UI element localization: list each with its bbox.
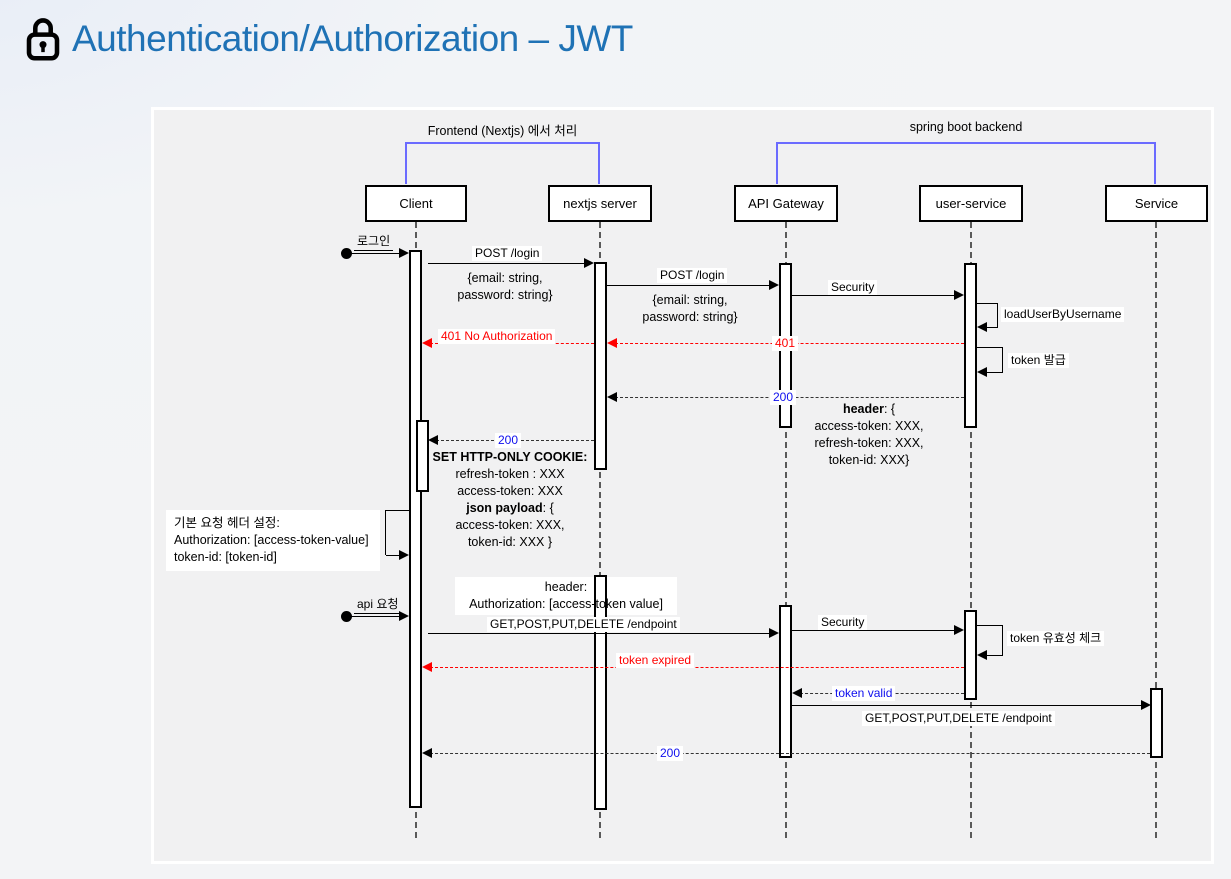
msg-label-tokencheck: token 유효성 체크	[1007, 631, 1105, 646]
request-header-note-title: 기본 요청 헤더 설정:	[174, 516, 280, 530]
group-bracket-frontend	[405, 142, 600, 184]
selfloop-tokencheck-side	[1002, 625, 1003, 655]
selfloop-loaduser-side	[997, 303, 998, 327]
msg-label-security-2: Security	[818, 615, 868, 630]
actor-service: Service	[1105, 185, 1208, 222]
lifeline-service	[1155, 222, 1157, 838]
lifeline-api-gateway	[785, 222, 787, 838]
msg-line-endpoint-2	[792, 705, 1143, 706]
selfloop-client-side	[385, 510, 386, 555]
msg-line-post-login-1	[428, 263, 585, 264]
start-dot-login	[341, 248, 352, 259]
selfloop-tokenissue-top	[977, 347, 1003, 348]
msg-label-login: 로그인	[354, 234, 394, 251]
arrowhead-200-final	[422, 748, 432, 758]
lifeline-nextjs-server	[599, 222, 601, 838]
activation-user-service-2	[964, 610, 977, 700]
actor-client: Client	[365, 185, 467, 222]
arrowhead-token-expired	[422, 662, 432, 672]
diagram-panel	[151, 107, 1214, 864]
msg-label-api-request: api 요청	[354, 597, 402, 614]
activation-nextjs-1	[594, 262, 607, 470]
arrowhead-endpoint-2	[1141, 700, 1151, 710]
msg-label-200-a: 200	[770, 390, 797, 405]
start-dot-api-request	[341, 611, 352, 622]
arrowhead-401-client	[422, 338, 432, 348]
arrowhead-200-client	[428, 435, 438, 445]
page-title: Authentication/Authorization – JWT	[72, 18, 633, 59]
arrowhead-token-valid	[792, 688, 802, 698]
msg-body-post-login-2: {email: string, password: string}	[642, 293, 738, 324]
selfloop-loaduser-top	[977, 303, 998, 304]
msg-line-post-login-2	[607, 285, 770, 286]
msg-label-tokenissue: token 발급	[1008, 353, 1069, 368]
response-header-note: header: { access-token: XXX, refresh-tok…	[814, 402, 924, 467]
cookie-note: SET HTTP-ONLY COOKIE: refresh-token : XX…	[400, 449, 620, 551]
selfloop-tokenissue-side	[1002, 347, 1003, 372]
request-header-note: 기본 요청 헤더 설정: Authorization: [access-toke…	[166, 510, 380, 571]
msg-label-token-valid: token valid	[832, 686, 896, 701]
msg-label-401-full: 401 No Authorization	[438, 329, 556, 344]
msg-label-token-expired: token expired	[616, 653, 695, 668]
group-label-frontend: Frontend (Nextjs) 에서 처리	[427, 124, 578, 138]
header-note-box	[455, 577, 677, 615]
msg-label-200-final: 200	[657, 746, 684, 761]
selfloop-loaduser-bottom	[986, 327, 998, 328]
selfloop-tokencheck-bottom	[986, 655, 1003, 656]
header-note-text: header: Authorization: [access-token val…	[469, 580, 663, 611]
msg-line-login	[350, 253, 400, 254]
group-label-backend: spring boot backend	[909, 120, 1023, 134]
msg-line-security-1	[792, 295, 955, 296]
msg-body-post-login-1: {email: string, password: string}	[457, 271, 553, 302]
arrowhead-endpoint-1	[769, 628, 779, 638]
page-header: Authentication/Authorization – JWT	[22, 16, 633, 62]
selfloop-tokenissue-bottom	[986, 372, 1003, 373]
lifeline-user-service	[970, 222, 972, 838]
arrowhead-security-1	[954, 290, 964, 300]
arrowhead-api-request	[399, 611, 409, 621]
cookie-json-bold: json payload	[466, 501, 543, 515]
msg-line-token-expired	[430, 667, 964, 668]
arrowhead-security-2	[954, 625, 964, 635]
msg-label-post-login-1: POST /login	[472, 246, 543, 261]
selfloop-client-bottom	[386, 555, 400, 556]
response-header-bold: header	[842, 402, 884, 416]
msg-label-security-1: Security	[828, 280, 878, 295]
activation-user-service-1	[964, 263, 977, 428]
activation-service	[1150, 688, 1163, 758]
arrowhead-401-nextjs	[607, 338, 617, 348]
arrowhead-post-login-1	[584, 258, 594, 268]
msg-line-security-2	[792, 630, 955, 631]
group-bracket-backend	[776, 142, 1156, 184]
msg-label-endpoint-2: GET,POST,PUT,DELETE /endpoint	[862, 711, 1055, 726]
arrowhead-200-nextjs	[607, 392, 617, 402]
msg-label-200-b: 200	[495, 433, 522, 448]
msg-label-post-login-2: POST /login	[657, 268, 728, 283]
arrowhead-post-login-2	[769, 280, 779, 290]
arrowhead-tokenissue	[977, 367, 987, 377]
msg-label-endpoint-1: GET,POST,PUT,DELETE /endpoint	[487, 617, 680, 632]
msg-label-loaduser: loadUserByUsername	[1001, 307, 1125, 322]
actor-user-service: user-service	[919, 185, 1023, 222]
activation-client-nested	[416, 420, 429, 492]
msg-label-401: 401	[772, 336, 799, 351]
actor-api-gateway: API Gateway	[734, 185, 838, 222]
arrowhead-tokencheck	[977, 650, 987, 660]
msg-line-200-final	[430, 753, 1150, 754]
selfloop-tokencheck-top	[977, 625, 1003, 626]
arrowhead-loaduser	[977, 322, 987, 332]
activation-client-main	[409, 250, 422, 808]
cookie-note-title: SET HTTP-ONLY COOKIE:	[432, 450, 588, 464]
msg-line-endpoint-1	[428, 633, 770, 634]
arrowhead-client-selfloop	[399, 550, 409, 560]
activation-gateway-2	[779, 605, 792, 758]
arrowhead-login	[399, 248, 409, 258]
lock-icon	[26, 18, 60, 61]
msg-line-api-request	[350, 616, 400, 617]
actor-nextjs-server: nextjs server	[548, 185, 652, 222]
selfloop-client-top	[385, 510, 409, 511]
